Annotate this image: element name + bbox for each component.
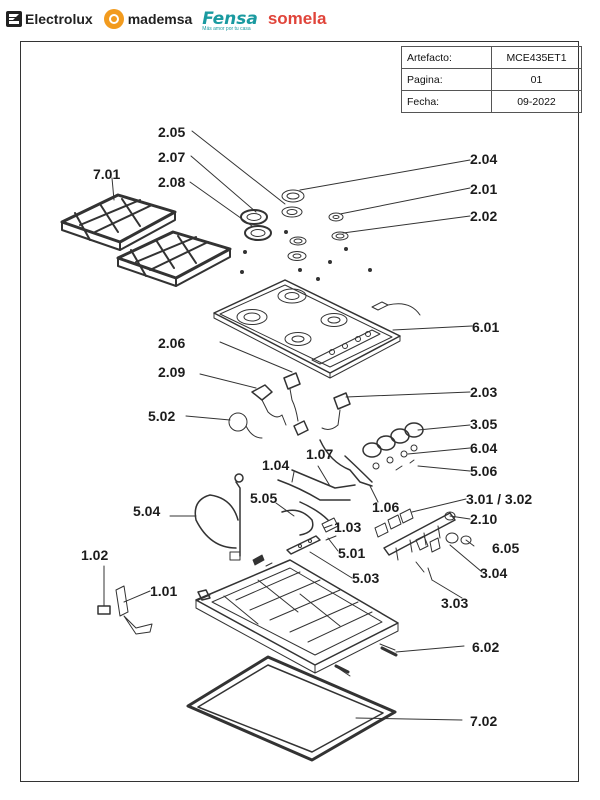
leader-lines <box>103 130 483 721</box>
brand-fensa: Fensa Más amor por tu casa <box>202 9 258 32</box>
label-1-02: 1.02 <box>81 547 109 563</box>
gas-tubes <box>234 439 373 557</box>
label-3-04: 3.04 <box>480 565 508 581</box>
brand-name-electrolux: Electrolux <box>25 11 93 27</box>
brand-electrolux: Electrolux <box>6 11 93 27</box>
label-6-04: 6.04 <box>470 440 498 456</box>
label-2-01: 2.01 <box>470 181 498 197</box>
info-table: Artefacto: MCE435ET1 Pagina: 01 Fecha: 0… <box>401 46 582 113</box>
label-2-07: 2.07 <box>158 149 186 165</box>
label-3-05: 3.05 <box>470 416 498 432</box>
info-row-fecha: Fecha: 09-2022 <box>401 90 582 113</box>
label-5-01: 5.01 <box>338 545 366 561</box>
brand-somela: somela <box>268 9 327 29</box>
label-7-01: 7.01 <box>93 166 121 182</box>
label-5-04: 5.04 <box>133 503 161 519</box>
info-value: MCE435ET1 <box>491 46 582 69</box>
burner-parts <box>240 189 372 281</box>
mademsa-sun-icon <box>103 9 124 29</box>
label-3-01-3-02: 3.01 / 3.02 <box>466 491 533 507</box>
ignition-wire-5-04 <box>194 494 241 561</box>
brand-name-somela: somela <box>267 9 327 28</box>
gas-valves <box>228 372 351 439</box>
label-1-01: 1.01 <box>150 583 178 599</box>
wire-5-05 <box>281 509 314 536</box>
label-2-08: 2.08 <box>158 174 186 190</box>
label-6-05: 6.05 <box>492 540 520 556</box>
label-2-10: 2.10 <box>470 511 498 527</box>
brand-name-fensa: Fensa <box>202 9 258 29</box>
glass-frame-7-02 <box>186 655 397 762</box>
label-1-07: 1.07 <box>306 446 334 462</box>
label-5-02: 5.02 <box>148 408 176 424</box>
thermocouple-1-01 <box>97 575 211 635</box>
base-pan-6-02 <box>195 559 399 677</box>
brand-mademsa: mademsa <box>103 8 193 30</box>
bracket-5-03 <box>252 535 321 567</box>
knobs-3-05 <box>362 422 424 471</box>
manifold-2-10 <box>383 511 472 561</box>
label-1-03: 1.03 <box>334 519 362 535</box>
info-value: 09-2022 <box>491 90 582 113</box>
info-row-pagina: Pagina: 01 <box>401 68 582 91</box>
diagram-frame <box>20 41 579 782</box>
label-1-04: 1.04 <box>262 457 290 473</box>
label-5-03: 5.03 <box>352 570 380 586</box>
label-7-02: 7.02 <box>470 713 498 729</box>
brand-tagline-fensa: Más amor por tu casa <box>202 26 251 32</box>
label-2-06: 2.06 <box>158 335 186 351</box>
label-5-06: 5.06 <box>470 463 498 479</box>
label-2-04: 2.04 <box>470 151 498 167</box>
brand-logos: Electrolux mademsa Fensa Más amor por tu… <box>6 8 327 32</box>
label-6-02: 6.02 <box>472 639 500 655</box>
grate-7-01 <box>60 193 232 287</box>
label-2-09: 2.09 <box>158 364 186 380</box>
electrolux-logo-icon <box>6 11 22 27</box>
label-2-02: 2.02 <box>470 208 498 224</box>
label-5-05: 5.05 <box>250 490 278 506</box>
label-3-03: 3.03 <box>441 595 469 611</box>
label-6-01: 6.01 <box>472 319 500 335</box>
info-key: Fecha: <box>401 90 492 113</box>
label-2-05: 2.05 <box>158 124 186 140</box>
brand-name-mademsa: mademsa <box>127 11 193 27</box>
label-2-03: 2.03 <box>470 384 498 400</box>
label-1-06: 1.06 <box>372 499 400 515</box>
valve-taps-3-01 <box>321 508 441 581</box>
cooktop-6-01 <box>213 279 421 379</box>
